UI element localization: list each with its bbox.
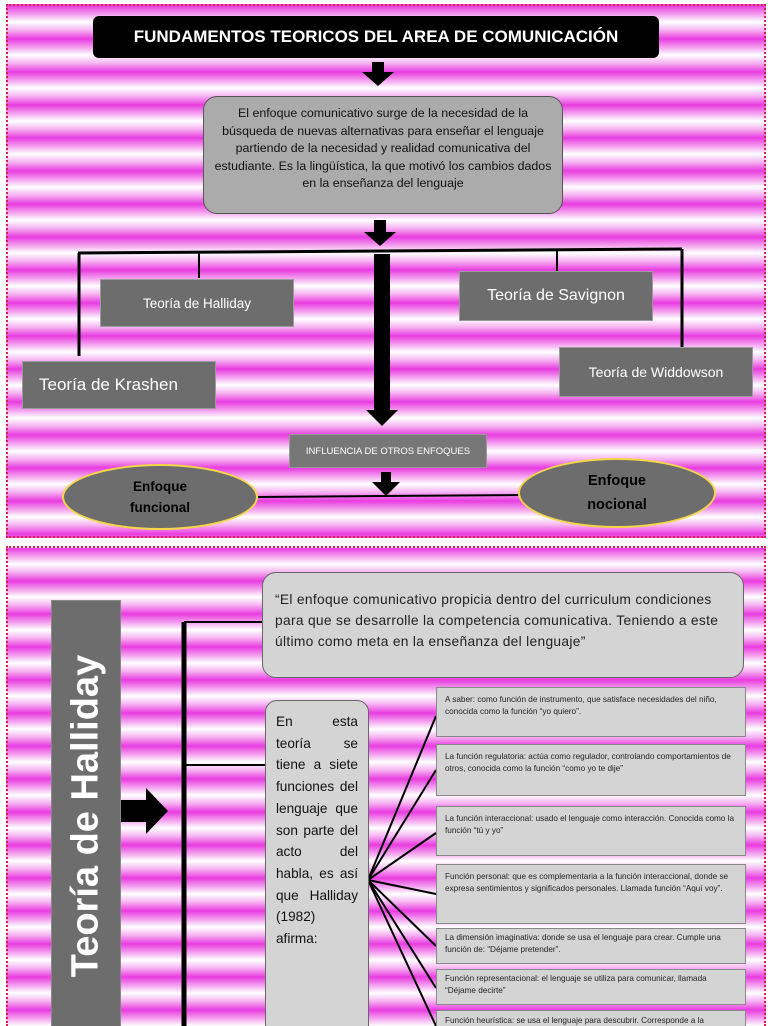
halliday-detail-panel: Teoría de Halliday “El enfoque comunicat… <box>6 546 766 1026</box>
connector-lines <box>77 62 684 498</box>
function-item-2: La función regulatoria: actúa como regul… <box>436 744 746 796</box>
functional-approach-ellipse: Enfoque funcional <box>62 464 258 530</box>
function-item-3: La función interaccional: usado el lengu… <box>436 806 746 856</box>
connector-lines-detail <box>120 621 437 1026</box>
concept-map-top: FUNDAMENTOS TEORICOS DEL AREA DE COMUNIC… <box>6 4 766 538</box>
function-item-5: La dimensión imaginativa: donde se usa e… <box>436 928 746 964</box>
function-item-4: Función personal: que es complementaria … <box>436 864 746 924</box>
function-item-1: A saber: como función de instrumento, qu… <box>436 687 746 737</box>
theory-krashen-box: Teoría de Krashen <box>22 361 216 409</box>
theory-savignon-box: Teoría de Savignon <box>459 271 653 321</box>
halliday-vertical-title-text: Teoría de Halliday <box>64 654 107 978</box>
halliday-vertical-title: Teoría de Halliday <box>51 600 121 1026</box>
theory-halliday-box: Teoría de Halliday <box>100 279 294 327</box>
quote-box: “El enfoque comunicativo propicia dentro… <box>262 572 744 678</box>
intro-text-box: El enfoque comunicativo surge de la nece… <box>203 96 563 214</box>
function-item-6: Función representacional: el lenguaje se… <box>436 969 746 1005</box>
page-title: FUNDAMENTOS TEORICOS DEL AREA DE COMUNIC… <box>93 16 659 58</box>
influence-box: INFLUENCIA DE OTROS ENFOQUES <box>289 434 487 468</box>
theory-widdowson-box: Teoría de Widdowson <box>559 347 753 397</box>
notional-approach-ellipse: Enfoque nocional <box>518 458 716 528</box>
function-item-7: Función heurística: se usa el lenguaje p… <box>436 1010 746 1026</box>
theory-text-box: En esta teoría se tiene a siete funcione… <box>265 700 369 1026</box>
